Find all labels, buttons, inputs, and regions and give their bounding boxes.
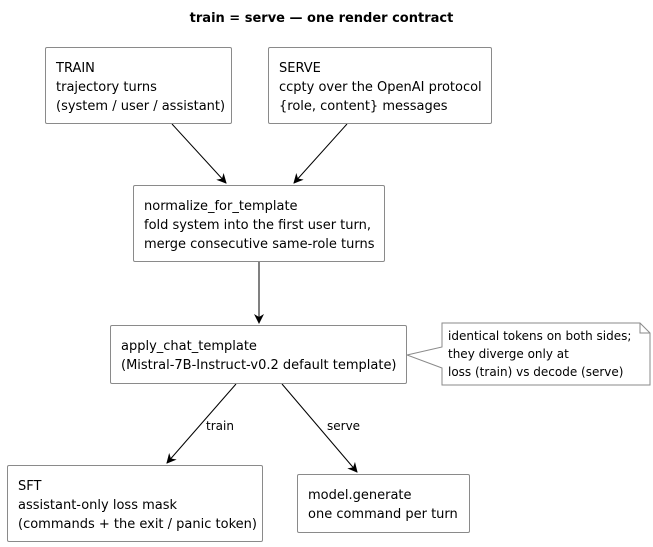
normalize-node-heading: normalize_for_template: [144, 199, 298, 214]
edge-apply-to-generate: [281, 383, 358, 473]
edge-label-serve: serve: [327, 419, 361, 433]
generate-node-line: one command per turn: [308, 507, 458, 522]
edge-serve-to-normalize: [293, 123, 348, 184]
diagram-title: train = serve — one render contract: [189, 11, 454, 26]
sft-node: SFT assistant-only loss mask (commands +…: [7, 465, 263, 542]
generate-node-heading: model.generate: [308, 488, 412, 503]
train-node: TRAIN trajectory turns (system / user / …: [45, 47, 232, 124]
note-line: they diverge only at: [448, 347, 569, 361]
apply-template-node: apply_chat_template (Mistral-7B-Instruct…: [110, 325, 407, 384]
edge-train-to-normalize: [171, 123, 227, 184]
serve-node-heading: SERVE: [279, 61, 321, 76]
edge-apply-to-sft: [166, 383, 237, 464]
normalize-node-line: merge consecutive same-role turns: [144, 237, 375, 252]
note: identical tokens on both sides; they div…: [448, 327, 631, 381]
note-line: loss (train) vs decode (serve): [448, 365, 624, 379]
apply-template-node-line: (Mistral-7B-Instruct-v0.2 default templa…: [121, 358, 397, 373]
serve-node: SERVE ccpty over the OpenAI protocol {ro…: [268, 47, 492, 124]
note-line: identical tokens on both sides;: [448, 329, 632, 343]
note-shape: [405, 322, 651, 386]
sft-node-line: assistant-only loss mask: [18, 498, 178, 513]
sft-node-heading: SFT: [18, 479, 42, 494]
normalize-node-line: fold system into the first user turn,: [144, 218, 372, 233]
normalize-node: normalize_for_template fold system into …: [133, 185, 385, 262]
train-node-heading: TRAIN: [56, 61, 95, 76]
train-node-line: trajectory turns: [56, 80, 157, 95]
sft-node-line: (commands + the exit / panic token): [18, 517, 257, 532]
train-node-line: (system / user / assistant): [56, 99, 226, 114]
apply-template-node-heading: apply_chat_template: [121, 339, 257, 354]
edge-label-train: train: [206, 419, 234, 433]
serve-node-line: {role, content} messages: [279, 99, 448, 114]
generate-node: model.generate one command per turn: [297, 474, 470, 533]
note-fold: [639, 323, 650, 334]
serve-node-line: ccpty over the OpenAI protocol: [279, 80, 482, 95]
